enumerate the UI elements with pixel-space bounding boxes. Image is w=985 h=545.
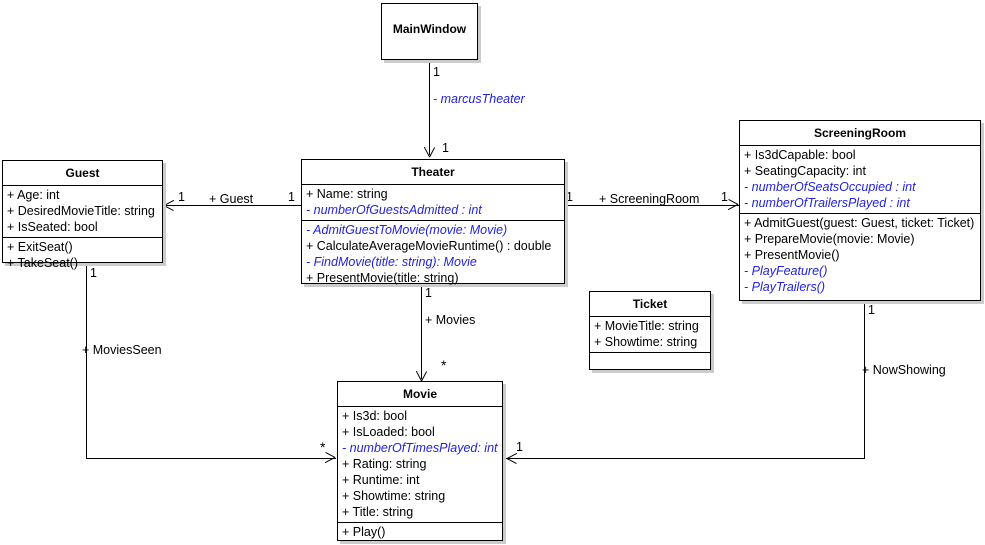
attribute-row: - numberOfGuestsAdmitted : int <box>306 203 482 217</box>
class-name-screeningroom: ScreeningRoom <box>740 121 980 146</box>
operation-row: + TakeSeat() <box>7 256 78 270</box>
class-box-movie[interactable]: Movie + Is3d: bool + IsLoaded: bool - nu… <box>337 381 503 541</box>
class-name-movie: Movie <box>338 382 502 407</box>
operation-row: + Play() <box>342 525 386 539</box>
role-label-screeningroom: + ScreeningRoom <box>599 192 700 206</box>
role-label-nowshowing: + NowShowing <box>862 363 946 377</box>
multiplicity-mainwindow-theater-source: 1 <box>433 65 440 79</box>
attribute-row: + Showtime: string <box>342 489 446 503</box>
operation-row: + PresentMovie() <box>744 248 840 262</box>
attribute-row: + Title: string <box>342 505 414 519</box>
role-label-movies: + Movies <box>425 313 476 327</box>
attributes-compartment-theater: + Name: string - numberOfGuestsAdmitted … <box>302 185 564 221</box>
multiplicity-guest-movie-source: 1 <box>90 266 97 280</box>
class-box-guest[interactable]: Guest + Age: int + DesiredMovieTitle: st… <box>2 160 163 270</box>
operations-compartment-guest: + ExitSeat() + TakeSeat() <box>3 238 162 273</box>
multiplicity-screeningroom-movie-target: 1 <box>516 440 523 454</box>
multiplicity-theater-screeningroom-source: 1 <box>566 190 573 204</box>
attributes-compartment-screeningroom: + Is3dCapable: bool + SeatingCapacity: i… <box>740 146 980 214</box>
multiplicity-mainwindow-theater-target: 1 <box>442 141 449 155</box>
attribute-row: + Showtime: string <box>594 335 698 349</box>
multiplicity-theater-guest-target: 1 <box>178 190 185 204</box>
edge-guest-movie-vertical <box>86 263 87 459</box>
edge-theater-guest <box>163 205 301 206</box>
attribute-row: + Is3dCapable: bool <box>744 148 856 162</box>
multiplicity-screeningroom-movie-source: 1 <box>868 303 875 317</box>
attribute-row: + MovieTitle: string <box>594 319 699 333</box>
attributes-compartment-ticket: + MovieTitle: string + Showtime: string <box>590 317 710 353</box>
operations-compartment-theater: - AdmitGuestToMovie(movie: Movie) + Calc… <box>302 221 564 288</box>
operations-compartment-movie: + Play() <box>338 523 502 542</box>
class-box-screeningroom[interactable]: ScreeningRoom + Is3dCapable: bool + Seat… <box>739 120 981 301</box>
operation-row: + PresentMovie(title: string) <box>306 271 459 285</box>
operation-row: + PrepareMovie(movie: Movie) <box>744 232 915 246</box>
edge-screeningroom-movie-vertical <box>864 301 865 458</box>
multiplicity-theater-movie-target: * <box>441 357 447 373</box>
operation-row: - PlayTrailers() <box>744 280 826 294</box>
operation-row: - FindMovie(title: string): Movie <box>306 255 477 269</box>
attributes-compartment-movie: + Is3d: bool + IsLoaded: bool - numberOf… <box>338 407 502 523</box>
edge-mainwindow-theater <box>429 60 430 155</box>
edge-theater-movie <box>421 284 422 379</box>
attribute-row: - numberOfTimesPlayed: int <box>342 441 498 455</box>
class-name-guest: Guest <box>3 161 162 186</box>
role-label-guest: + Guest <box>209 192 254 206</box>
multiplicity-theater-screeningroom-target: 1 <box>721 190 728 204</box>
attribute-row: + SeatingCapacity: int <box>744 164 866 178</box>
operations-compartment-ticket <box>590 353 710 373</box>
class-box-mainwindow[interactable]: MainWindow <box>381 3 478 60</box>
operations-compartment-screeningroom: + AdmitGuest(guest: Guest, ticket: Ticke… <box>740 214 980 297</box>
attribute-row: - numberOfTrailersPlayed : int <box>744 196 910 210</box>
role-label-marcustheater: - marcusTheater <box>433 92 525 106</box>
multiplicity-theater-guest-source: 1 <box>288 190 295 204</box>
operation-row: + ExitSeat() <box>7 240 73 254</box>
edge-guest-movie-horizontal <box>86 458 336 459</box>
edge-theater-screeningroom <box>565 205 739 206</box>
class-name-theater: Theater <box>302 160 564 185</box>
attribute-row: + Rating: string <box>342 457 427 471</box>
edge-screeningroom-movie-horizontal <box>506 458 865 459</box>
multiplicity-guest-movie-target: * <box>320 439 326 455</box>
attribute-row: + Age: int <box>7 188 60 202</box>
operation-row: + CalculateAverageMovieRuntime() : doubl… <box>306 239 552 253</box>
attribute-row: + IsSeated: bool <box>7 220 98 234</box>
class-name-ticket: Ticket <box>590 292 710 317</box>
class-box-ticket[interactable]: Ticket + MovieTitle: string + Showtime: … <box>589 291 711 370</box>
attribute-row: + Runtime: int <box>342 473 420 487</box>
attribute-row: - numberOfSeatsOccupied : int <box>744 180 916 194</box>
operation-row: - AdmitGuestToMovie(movie: Movie) <box>306 223 508 237</box>
attribute-row: + DesiredMovieTitle: string <box>7 204 155 218</box>
operation-row: - PlayFeature() <box>744 264 828 278</box>
class-box-theater[interactable]: Theater + Name: string - numberOfGuestsA… <box>301 159 565 285</box>
role-label-moviesseen: + MoviesSeen <box>82 343 162 357</box>
class-name-mainwindow: MainWindow <box>392 22 467 36</box>
multiplicity-theater-movie-source: 1 <box>425 286 432 300</box>
operation-row: + AdmitGuest(guest: Guest, ticket: Ticke… <box>744 216 975 230</box>
attribute-row: + IsLoaded: bool <box>342 425 435 439</box>
attributes-compartment-guest: + Age: int + DesiredMovieTitle: string +… <box>3 186 162 238</box>
attribute-row: + Name: string <box>306 187 388 201</box>
attribute-row: + Is3d: bool <box>342 409 407 423</box>
